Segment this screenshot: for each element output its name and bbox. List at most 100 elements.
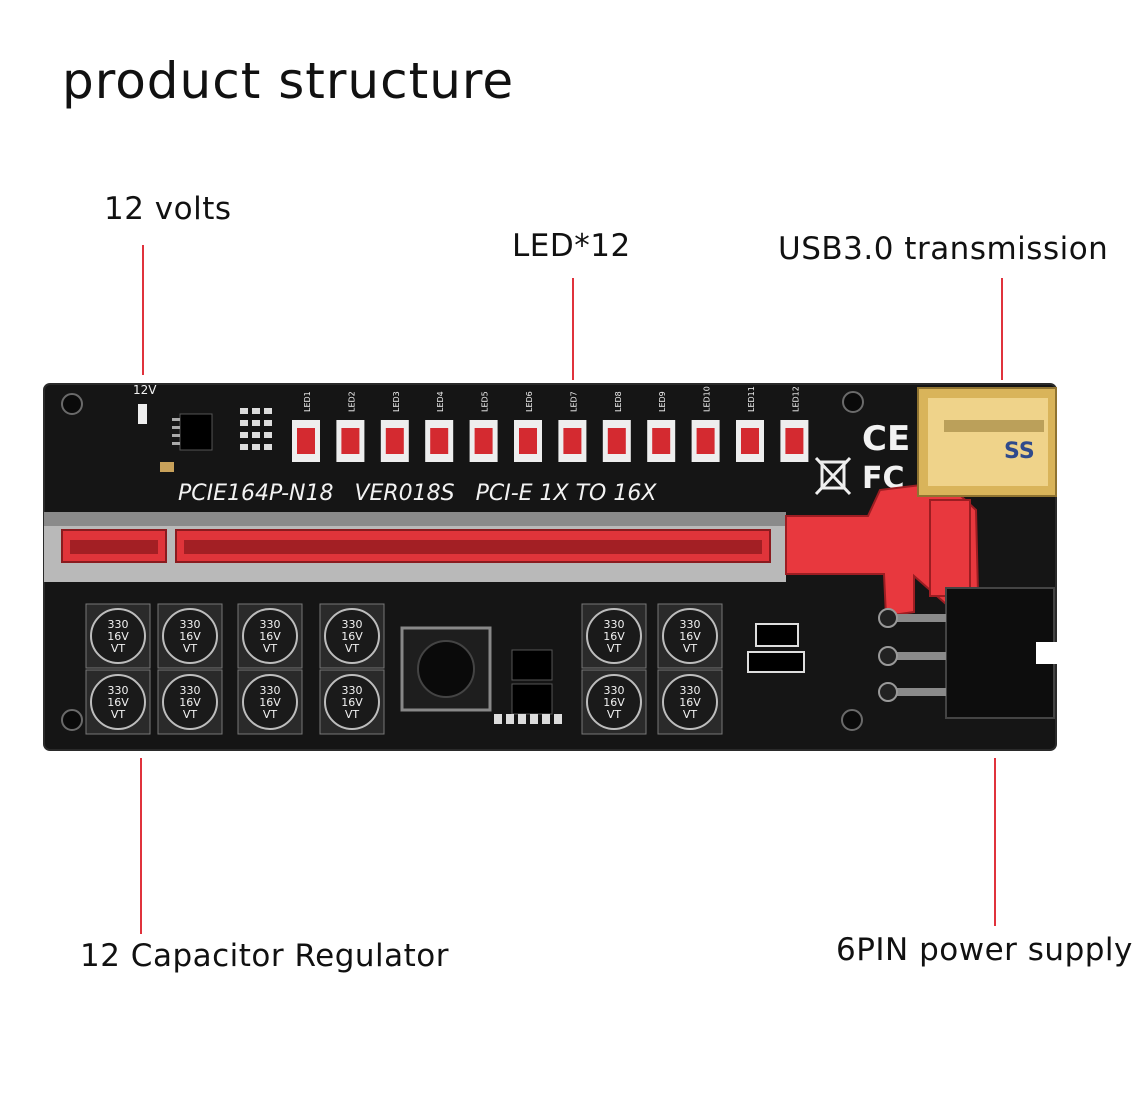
led-lens [474, 428, 493, 454]
mounting-holes [61, 391, 864, 731]
capacitor-marking: 330 [604, 684, 625, 697]
callout-12-volts: 12 volts [104, 191, 232, 227]
led-lens [341, 428, 360, 454]
led-label: LED7 [569, 391, 578, 412]
capacitor-marking: 330 [604, 618, 625, 631]
capacitor-marking: 16V [679, 696, 701, 709]
capacitor-marking: VT [607, 708, 622, 721]
led-lens [696, 428, 715, 454]
led-2: LED2 [336, 391, 365, 462]
capacitor-marking: 16V [107, 696, 129, 709]
capacitor-marking: 16V [603, 696, 625, 709]
weee-bin-icon [814, 456, 852, 496]
led-label: LED5 [481, 391, 490, 412]
capacitor-marking: 330 [342, 684, 363, 697]
capacitor-marking: VT [263, 642, 278, 655]
callout-capacitor-regulator: 12 Capacitor Regulator [80, 938, 450, 974]
capacitor-marking: 330 [342, 618, 363, 631]
capacitor-grid: 33016VVT33016VVT33016VVT33016VVT33016VVT… [85, 603, 723, 735]
led-lens [385, 428, 404, 454]
resistor-array [240, 408, 272, 450]
callout-6pin-power: 6PIN power supply [836, 932, 1133, 968]
led-8: LED8 [602, 391, 631, 462]
ic-chip-small [179, 413, 213, 451]
usb-ss-logo: SS [1004, 439, 1035, 464]
capacitor-marking: 330 [680, 684, 701, 697]
led-11: LED11 [736, 386, 764, 462]
led-lens [607, 428, 626, 454]
led-lens [297, 428, 315, 454]
led-5: LED5 [469, 391, 498, 462]
capacitor-marking: VT [345, 708, 360, 721]
capacitor-marking: 330 [260, 684, 281, 697]
slot-latch [785, 480, 980, 618]
led-lens [519, 428, 537, 454]
led-9: LED9 [647, 391, 676, 462]
mounting-hole [841, 709, 863, 731]
leader-led [572, 278, 574, 380]
led-label: LED6 [525, 391, 534, 412]
voltage-mark: 12V [133, 383, 157, 397]
mounting-hole [61, 393, 83, 415]
capacitor-marking: 330 [680, 618, 701, 631]
inductor [400, 626, 492, 712]
capacitor-marking: 16V [179, 696, 201, 709]
capacitor-marking: 330 [108, 684, 129, 697]
capacitor-marking: 330 [180, 684, 201, 697]
led-label: LED4 [436, 391, 445, 412]
mounting-hole [61, 709, 83, 731]
capacitor-marking: VT [263, 708, 278, 721]
usb3-port: SS [917, 387, 1057, 497]
capacitor-marking: 16V [679, 630, 701, 643]
capacitor-marking: 16V [341, 630, 363, 643]
capacitor-marking: VT [683, 642, 698, 655]
capacitor-marking: VT [607, 642, 622, 655]
resistor-strip [494, 714, 562, 724]
capacitor-marking: VT [111, 708, 126, 721]
led-label: LED12 [791, 386, 800, 412]
page-title: product structure [62, 52, 515, 110]
six-pin-power-connector [878, 587, 1058, 719]
led-10: LED10 [691, 386, 720, 462]
capacitor-marking: VT [111, 642, 126, 655]
leader-6pin-power [994, 758, 996, 926]
capacitor-marking: 16V [603, 630, 625, 643]
model-line: PCIE164P-N18 VER018S PCI-E 1X TO 16X [178, 481, 657, 506]
led-label: LED3 [392, 391, 401, 412]
led-7: LED7 [558, 391, 587, 462]
led-lens [741, 428, 759, 454]
led-label: LED11 [747, 386, 756, 412]
led-4: LED4 [425, 391, 454, 462]
mounting-hole [842, 391, 864, 413]
led-12: LED12 [780, 386, 809, 462]
capacitor-marking: 16V [341, 696, 363, 709]
led-lens [430, 428, 449, 454]
capacitor-marking: VT [345, 642, 360, 655]
fuse [755, 623, 799, 647]
capacitor-marking: 16V [107, 630, 129, 643]
diode [747, 651, 805, 673]
capacitor-marking: 330 [260, 618, 281, 631]
led-label: LED2 [347, 391, 356, 412]
capacitor-marking: VT [683, 708, 698, 721]
led-3: LED3 [380, 391, 409, 462]
led-row: LED1 LED2 LED3 LED4 LED5 LED6 LED7 LED8 LED9 LED1… [292, 386, 809, 462]
led-label: LED8 [614, 391, 623, 412]
controller-ic [511, 649, 553, 715]
capacitor-marking: 330 [108, 618, 129, 631]
led-label: LED9 [658, 391, 667, 412]
led-1: LED1 [292, 391, 320, 462]
led-lens [785, 428, 804, 454]
status-led [138, 404, 147, 424]
callout-usb: USB3.0 transmission [778, 231, 1109, 267]
capacitor-marking: 16V [259, 696, 281, 709]
